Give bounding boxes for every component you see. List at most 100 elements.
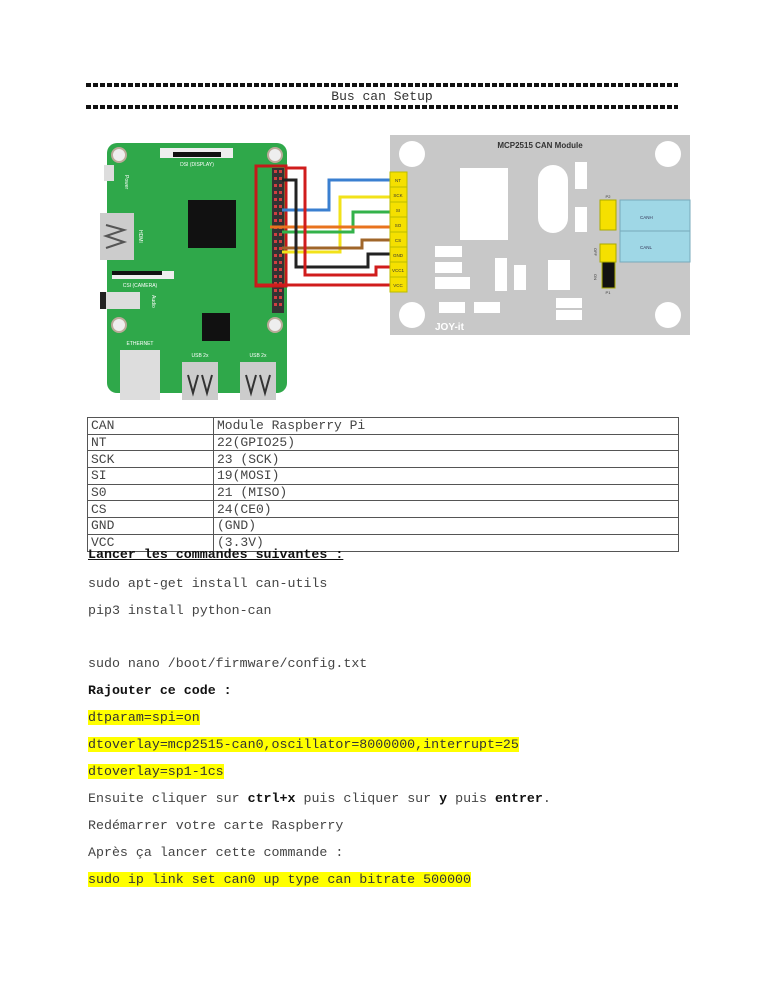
gpio-pin	[274, 254, 277, 257]
pi-pin-cell: Module Raspberry Pi	[213, 417, 679, 435]
module-pin-label: GND	[393, 253, 404, 258]
joy-it-logo: JOY-it	[435, 322, 465, 333]
gpio-pin	[279, 219, 282, 222]
gpio-pin	[274, 191, 277, 194]
audio-label: Audio	[150, 295, 156, 308]
gpio-pin	[274, 296, 277, 299]
gpio-pin	[274, 233, 277, 236]
table-row: VCC(3.3V)	[87, 533, 679, 552]
page-title: Bus can Setup	[331, 89, 433, 104]
dotted-rule-bottom	[86, 105, 678, 109]
gpio-header	[272, 168, 284, 313]
gpio-pin	[279, 240, 282, 243]
reboot-instruction: Redémarrer votre carte Raspberry	[88, 818, 344, 833]
pi-pin-cell: 22(GPIO25)	[213, 433, 679, 452]
gpio-pin	[279, 170, 282, 173]
pi-pin-cell: (GND)	[213, 517, 679, 535]
can-pin-cell: SI	[87, 467, 214, 485]
can-pin-cell: NT	[87, 433, 214, 452]
gpio-pin	[274, 219, 277, 222]
p1-label: P1	[606, 290, 612, 295]
canl-label: CANL	[640, 245, 653, 250]
can-pin-cell: CS	[87, 500, 214, 519]
gpio-pin	[274, 212, 277, 215]
can-pin-cell: SCK	[87, 450, 214, 469]
gpio-pin	[279, 254, 282, 257]
table-row: GND(GND)	[87, 517, 679, 535]
module-pin-label: NT	[395, 178, 401, 183]
csi-label: CSI (CAMERA)	[123, 283, 158, 289]
code-line-3: dtoverlay=sp1-1cs	[88, 764, 224, 779]
gpio-pin	[274, 240, 277, 243]
wiring-diagram: DSI (DISPLAY) Power HDMI CSI (CAMERA) Au…	[100, 135, 691, 400]
run-heading: Lancer les commandes suivantes :	[88, 547, 344, 562]
cmd-install-can-utils: sudo apt-get install can-utils	[88, 576, 328, 591]
add-code-heading: Rajouter ce code :	[88, 683, 232, 698]
gpio-pin	[274, 177, 277, 180]
usb-port-2	[240, 362, 276, 400]
gpio-pin	[279, 247, 282, 250]
soc-chip	[188, 200, 236, 248]
gpio-pin	[279, 303, 282, 306]
module-pin-label: VCC	[393, 283, 403, 288]
module-pin-label: SI	[396, 208, 400, 213]
ethernet-port	[120, 350, 160, 400]
hdmi-label: HDMI	[137, 230, 143, 243]
gpio-pin	[274, 268, 277, 271]
module-pin-label: SCK	[393, 193, 402, 198]
power-label: Power	[123, 175, 129, 190]
gpio-pin	[274, 261, 277, 264]
ethernet-label: ETHERNET	[127, 341, 154, 347]
raspberry-pi-board	[107, 143, 287, 393]
gpio-pin	[279, 191, 282, 194]
gpio-pin	[279, 184, 282, 187]
can-pin-cell: VCC	[87, 533, 214, 552]
gpio-pin	[279, 261, 282, 264]
gpio-pin	[279, 198, 282, 201]
pi-pin-cell: 23 (SCK)	[213, 450, 679, 469]
module-pin-label: SO	[395, 223, 402, 228]
module-title: MCP2515 CAN Module	[497, 141, 583, 150]
ensuite-instruction: Ensuite cliquer sur ctrl+x puis cliquer …	[88, 791, 551, 806]
jumper-p1	[601, 261, 616, 289]
module-pin-label: CS	[395, 238, 401, 243]
canh-label: CANH	[640, 215, 653, 220]
module-pin-label: VCC1	[392, 268, 405, 273]
cmd-edit-config: sudo nano /boot/firmware/config.txt	[88, 656, 368, 671]
cmd-link-up: sudo ip link set can0 up type can bitrat…	[88, 872, 472, 887]
dsi-label: DSI (DISPLAY)	[180, 162, 214, 168]
can-pin-cell: CAN	[87, 417, 214, 435]
gpio-pin	[274, 198, 277, 201]
gpio-pin	[279, 275, 282, 278]
code-line-1: dtparam=spi=on	[88, 710, 200, 725]
gpio-pin	[274, 170, 277, 173]
terminal-canh	[619, 199, 691, 232]
pi-pin-cell: 19(MOSI)	[213, 467, 679, 485]
gpio-pin	[279, 296, 282, 299]
usb-label-2: USB 2x	[250, 353, 267, 359]
pi-pin-cell: (3.3V)	[213, 533, 679, 552]
after-instruction: Après ça lancer cette commande :	[88, 845, 344, 860]
on-label: ON	[593, 274, 598, 280]
gpio-pin	[279, 268, 282, 271]
module-pin	[389, 276, 408, 293]
gpio-pin	[274, 184, 277, 187]
gpio-pin	[274, 275, 277, 278]
pi-pin-cell: 21 (MISO)	[213, 483, 679, 502]
dotted-rule-top	[86, 83, 678, 87]
usb-port-1	[182, 362, 218, 400]
gpio-pin	[274, 205, 277, 208]
jumper-p2	[599, 199, 617, 231]
pi-pin-cell: 24(CE0)	[213, 500, 679, 519]
gpio-pin	[279, 233, 282, 236]
usb-label-1: USB 2x	[192, 353, 209, 359]
terminal-canl	[619, 230, 691, 263]
can-pin-cell: S0	[87, 483, 214, 502]
